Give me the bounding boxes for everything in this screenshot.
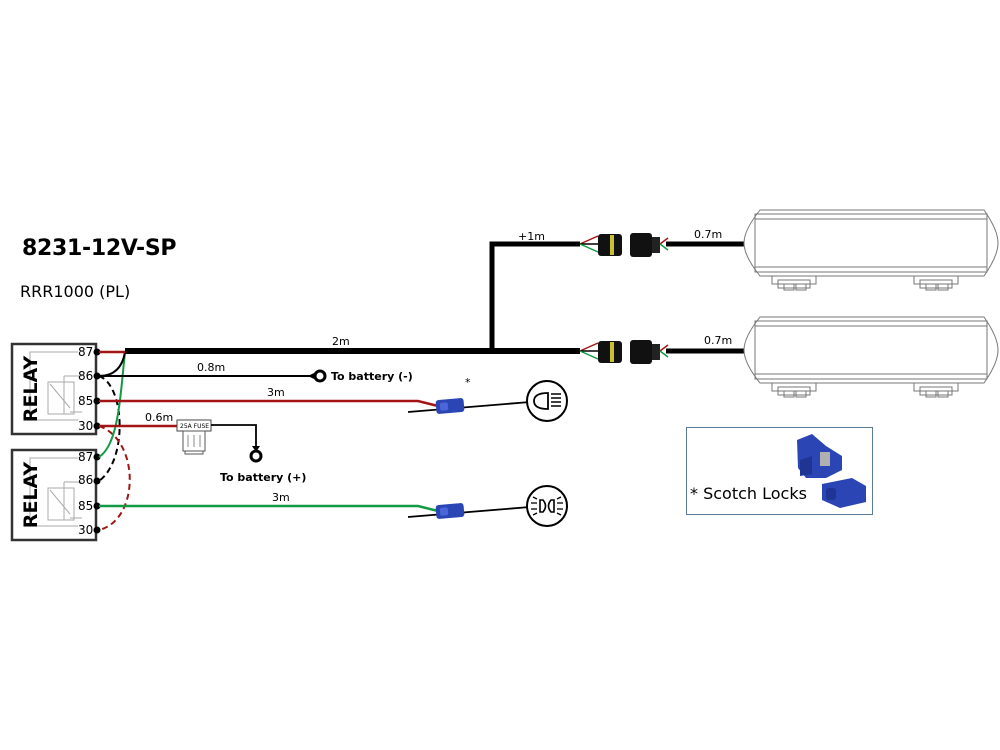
main-harness-length: 2m bbox=[332, 335, 350, 348]
relay-2-schematic-icon bbox=[29, 457, 82, 527]
battery-positive-ring-terminal-icon bbox=[249, 446, 263, 463]
jumper-86-black bbox=[98, 351, 126, 377]
diagram-subtitle: RRR1000 (PL) bbox=[20, 282, 131, 301]
high-beam-headlight-icon bbox=[526, 380, 568, 422]
relay-1-pin-30: 30 bbox=[78, 419, 93, 433]
relay-1: RELAY 87 86 85 30 bbox=[10, 342, 101, 436]
relay-2-pin-85: 85 bbox=[78, 499, 93, 513]
fuse-lead-length: 0.6m bbox=[145, 411, 173, 424]
jumper-86-86 bbox=[98, 375, 121, 482]
low-beam-trigger-wire bbox=[99, 504, 439, 513]
jumper-87-green bbox=[98, 351, 126, 458]
upper-branch-length: +1m bbox=[518, 230, 545, 243]
relay-1-schematic-icon bbox=[29, 351, 82, 421]
fuse-label: 25A FUSE bbox=[180, 423, 209, 430]
legend-scotch-lock-icon bbox=[797, 434, 866, 508]
relay-2-label: RELAY bbox=[20, 462, 42, 529]
upper-branch-wire bbox=[489, 241, 580, 351]
high-beam-trigger-length: 3m bbox=[267, 386, 285, 399]
battery-negative-ring-terminal-icon bbox=[308, 369, 327, 383]
scotch-lock-marker: * bbox=[465, 376, 471, 389]
relay-2-pin-30: 30 bbox=[78, 523, 93, 537]
relay-2-pin-87: 87 bbox=[78, 450, 93, 464]
upper-lightbar-lead-length: 0.7m bbox=[694, 228, 722, 241]
fuse-holder-icon: 25A FUSE bbox=[176, 419, 212, 455]
relay-1-pin-86: 86 bbox=[78, 369, 93, 383]
lower-lightbar-lead-length: 0.7m bbox=[704, 334, 732, 347]
low-beam-scotch-lock-icon bbox=[435, 503, 465, 519]
relay-2: RELAY 87 86 85 30 bbox=[10, 448, 101, 542]
relay-1-label: RELAY bbox=[20, 356, 42, 423]
fuse-to-battery-wire bbox=[211, 424, 257, 446]
upper-lightbar-icon bbox=[743, 209, 999, 291]
low-beam-headlight-icon bbox=[526, 485, 568, 527]
ground-lead-length: 0.8m bbox=[197, 361, 225, 374]
low-beam-trigger-length: 3m bbox=[272, 491, 290, 504]
upper-connector-icon bbox=[579, 233, 669, 257]
scotch-locks-legend-label: * Scotch Locks bbox=[690, 484, 807, 503]
battery-positive-label: To battery (+) bbox=[220, 471, 306, 484]
relay-1-pin-85: 85 bbox=[78, 394, 93, 408]
jumper-30-30 bbox=[98, 425, 131, 531]
relay-1-pin-87: 87 bbox=[78, 345, 93, 359]
battery-negative-label: To battery (-) bbox=[331, 370, 413, 383]
diagram-title: 8231-12V-SP bbox=[22, 236, 177, 261]
lower-lightbar-icon bbox=[743, 316, 999, 398]
high-beam-trigger-wire bbox=[99, 399, 439, 408]
lower-connector-icon bbox=[579, 340, 669, 364]
high-beam-scotch-lock-icon bbox=[435, 398, 465, 414]
relay-2-pin-86: 86 bbox=[78, 473, 93, 487]
